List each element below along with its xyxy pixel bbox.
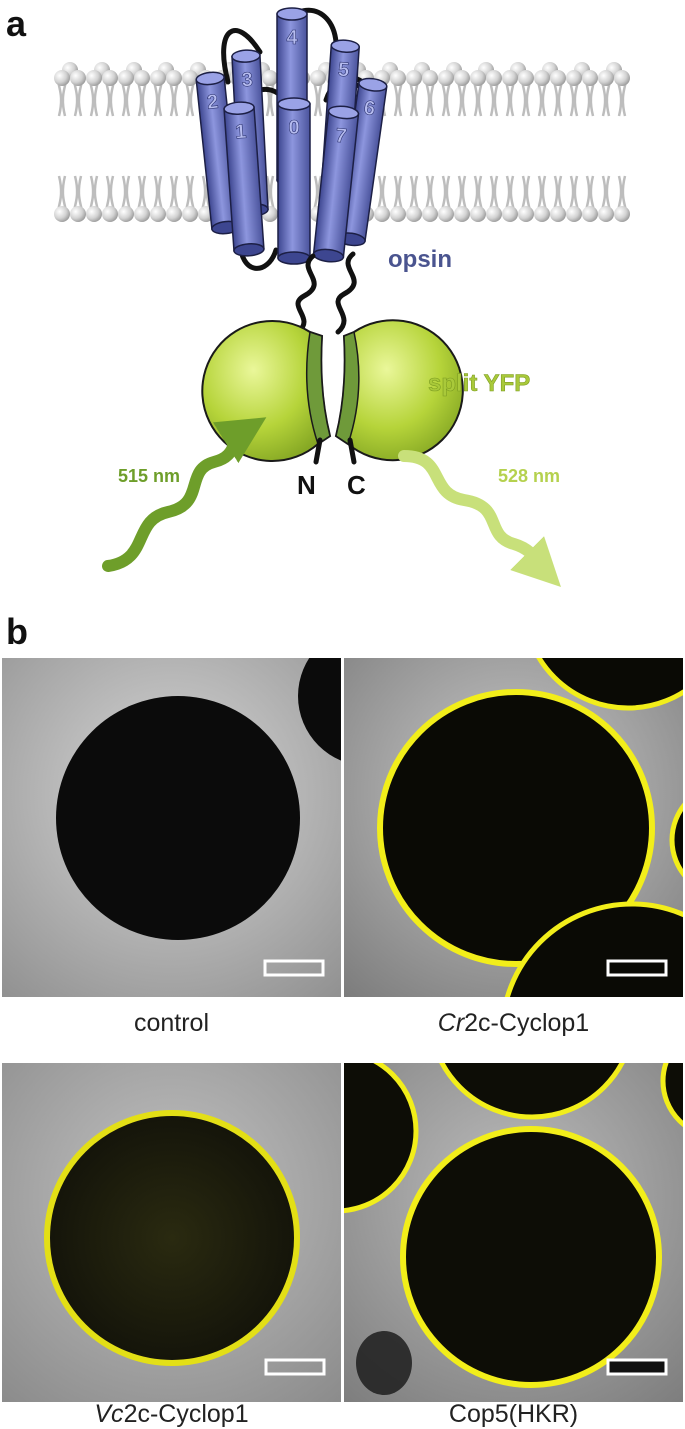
excitation-wave-arrow (102, 417, 267, 572)
linkers (295, 251, 357, 335)
lipid-head (70, 206, 86, 222)
lipid-head (422, 206, 438, 222)
helix-number-2: 2 (206, 91, 219, 114)
termini-stems (313, 437, 357, 465)
lipid-head (502, 206, 518, 222)
helix-0: 0 (277, 97, 311, 265)
scale-bar (606, 959, 668, 977)
n-terminus-label: N (297, 470, 316, 500)
lipid-head (502, 70, 518, 86)
scale-bar (264, 1358, 326, 1376)
lipid-head (534, 70, 550, 86)
helix-number-5: 5 (337, 59, 350, 82)
lipid-head (582, 206, 598, 222)
micrograph-control (2, 658, 341, 997)
helix-number-4: 4 (286, 27, 298, 49)
caption-vc2c-cyclop1: Vc2c-Cyclop1 (94, 1400, 249, 1428)
lipid-head (54, 70, 70, 86)
emission-wave-arrow (398, 450, 561, 587)
lipid-head (374, 206, 390, 222)
lipid-head (150, 206, 166, 222)
lipid-head (134, 70, 150, 86)
excitation-wavelength: 515 nm (118, 466, 180, 486)
lipid-head (438, 206, 454, 222)
helix-number-6: 6 (362, 97, 376, 120)
lipid-head (150, 70, 166, 86)
micrograph-vc2c-cyclop1 (2, 1063, 341, 1402)
lipid-head (454, 70, 470, 86)
lipid-head (134, 206, 150, 222)
lipid-head (614, 206, 630, 222)
lipid-head (118, 70, 134, 86)
panel-b-label: b (6, 611, 28, 652)
lipid-head (598, 206, 614, 222)
opsin-label: opsin (388, 246, 452, 273)
lipid-head (486, 206, 502, 222)
caption-cr2c-cyclop1: Cr2c-Cyclop1 (437, 1009, 590, 1037)
caption-cop5-hkr: Cop5(HKR) (448, 1400, 579, 1428)
lipid-head (86, 206, 102, 222)
micrograph-cr2c-cyclop1 (344, 658, 683, 997)
lipid-head (182, 206, 198, 222)
split-yfp-label: split YFP (428, 370, 530, 397)
opsin-helices: 23 4 56 1 0 7 (195, 7, 388, 265)
lipid-head (566, 70, 582, 86)
lipid-head (182, 70, 198, 86)
lipid-head (390, 206, 406, 222)
lipid-head (102, 70, 118, 86)
lipid-head (598, 70, 614, 86)
lipid-head (534, 206, 550, 222)
scale-bar (606, 1358, 668, 1376)
helix-7: 7 (312, 105, 360, 263)
lipid-head (582, 70, 598, 86)
helix-number-3: 3 (241, 69, 253, 92)
lipid-head (454, 206, 470, 222)
lipid-head (518, 70, 534, 86)
helix-1: 1 (223, 101, 265, 257)
lipid-head (550, 206, 566, 222)
lipid-head (70, 70, 86, 86)
lipid-head (262, 70, 278, 86)
micrograph-cop5-hkr (344, 1063, 683, 1402)
lipid-head (166, 206, 182, 222)
lipid-head (438, 70, 454, 86)
lipid-head (166, 70, 182, 86)
helix-number-7: 7 (334, 125, 347, 148)
emission-wavelength: 528 nm (498, 466, 560, 486)
lipid-head (86, 70, 102, 86)
lipid-head (54, 206, 70, 222)
caption-control: control (133, 1009, 210, 1037)
lipid-head (470, 206, 486, 222)
helix-number-0: 0 (288, 117, 299, 139)
lipid-head (118, 206, 134, 222)
lipid-head (310, 70, 326, 86)
lipid-head (406, 70, 422, 86)
scale-bar (263, 959, 325, 977)
lipid-head (614, 70, 630, 86)
lipid-head (470, 70, 486, 86)
helix-number-1: 1 (234, 121, 247, 144)
lipid-head (422, 70, 438, 86)
lipid-head (550, 70, 566, 86)
lipid-head (566, 206, 582, 222)
lipid-head (102, 206, 118, 222)
lipid-head (406, 206, 422, 222)
opsin-split-yfp-diagram: 23 4 56 1 0 7 opsin split YFP N C 515 nm 528 … (54, 7, 630, 587)
panel-a-label: a (6, 3, 27, 44)
lipid-head (486, 70, 502, 86)
lipid-head (390, 70, 406, 86)
lipid-head (518, 206, 534, 222)
c-terminus-label: C (347, 470, 366, 500)
